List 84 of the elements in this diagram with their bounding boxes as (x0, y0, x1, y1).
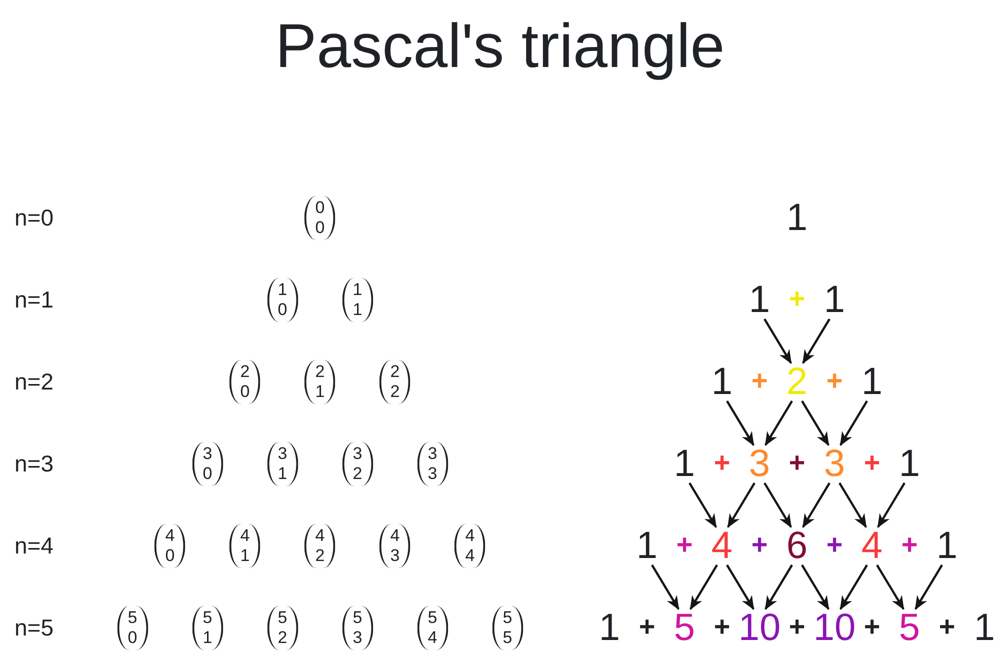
binomial-coefficient: 5 5 (492, 606, 524, 650)
triangle-number: 1 (786, 199, 808, 237)
arrow (764, 400, 793, 446)
row-label: n=5 (14, 616, 54, 640)
title: Pascal's triangle (275, 16, 725, 78)
arrow (690, 564, 718, 610)
arrow (802, 318, 830, 364)
arrow (764, 482, 792, 528)
binomial-coefficient: 2 2 (379, 360, 411, 404)
plus-sign: + (714, 449, 730, 477)
binomial-coefficient: 4 0 (154, 524, 186, 568)
arrow (651, 564, 680, 610)
plus-sign: + (864, 613, 880, 641)
row-label: n=2 (14, 370, 54, 394)
arrow (764, 318, 792, 364)
arrow (726, 400, 754, 446)
binomial-coefficient: 5 0 (116, 606, 148, 650)
triangle-number: 2 (786, 363, 808, 401)
arrow (688, 482, 717, 528)
binomial-coefficient: 1 1 (342, 278, 374, 322)
binomial-coefficient: 3 0 (192, 442, 224, 486)
binomial-coefficient: 4 4 (454, 524, 486, 568)
plus-sign: + (788, 449, 806, 477)
row-label: n=3 (14, 452, 54, 476)
arrow (838, 482, 867, 528)
plus-sign: + (938, 613, 956, 641)
binomial-coefficient: 1 0 (266, 278, 298, 322)
plus-sign: + (638, 613, 656, 641)
triangle-number: 1 (598, 609, 620, 647)
binomial-coefficient: 3 2 (342, 442, 374, 486)
arrow (801, 564, 830, 610)
plus-sign: + (751, 367, 768, 395)
plus-sign: + (864, 449, 880, 477)
triangle-number: 5 (674, 609, 696, 647)
triangle-number: 6 (786, 527, 808, 565)
binomial-coefficient: 3 1 (266, 442, 298, 486)
plus-sign: + (826, 531, 843, 559)
triangle-number: 1 (936, 527, 958, 565)
plus-sign: + (788, 613, 806, 641)
triangle-number: 1 (636, 527, 658, 565)
triangle-number: 3 (824, 445, 846, 483)
triangle-number: 1 (711, 363, 733, 401)
binomial-coefficient: 2 0 (229, 360, 261, 404)
triangle-number: 10 (813, 609, 856, 647)
triangle-number: 1 (898, 445, 920, 483)
row-label: n=0 (14, 206, 54, 230)
plus-sign: + (901, 531, 918, 559)
plus-sign: + (676, 531, 693, 559)
triangle-number: 1 (748, 281, 770, 319)
binomial-coefficient: 5 3 (342, 606, 374, 650)
arrow (726, 564, 754, 610)
arrow (802, 482, 830, 528)
binomial-coefficient: 3 3 (416, 442, 448, 486)
triangle-number: 10 (738, 609, 781, 647)
arrow (840, 564, 868, 610)
binomial-coefficient: 0 0 (304, 196, 336, 240)
binomial-coefficient: 4 1 (229, 524, 261, 568)
binomial-coefficient: 2 1 (304, 360, 336, 404)
triangle-number: 4 (861, 527, 883, 565)
binomial-coefficient: 5 1 (192, 606, 224, 650)
arrow (876, 564, 904, 610)
arrow (727, 482, 756, 528)
row-label: n=4 (14, 534, 54, 558)
arrow (840, 400, 868, 446)
binomial-coefficient: 5 2 (266, 606, 298, 650)
triangle-number: 1 (861, 363, 883, 401)
binomial-coefficient: 4 3 (379, 524, 411, 568)
arrow (764, 564, 793, 610)
plus-sign: + (826, 367, 843, 395)
arrow (914, 564, 943, 610)
row-label: n=1 (14, 288, 54, 312)
triangle-number: 4 (711, 527, 733, 565)
triangle-number: 1 (824, 281, 846, 319)
triangle-number: 1 (974, 609, 996, 647)
plus-sign: + (714, 613, 730, 641)
arrow (877, 482, 906, 528)
triangle-number: 1 (674, 445, 696, 483)
plus-sign: + (788, 285, 806, 313)
binomial-coefficient: 4 2 (304, 524, 336, 568)
triangle-number: 3 (748, 445, 770, 483)
plus-sign: + (751, 531, 768, 559)
binomial-coefficient: 5 4 (416, 606, 448, 650)
triangle-number: 5 (898, 609, 920, 647)
arrow (801, 400, 830, 446)
